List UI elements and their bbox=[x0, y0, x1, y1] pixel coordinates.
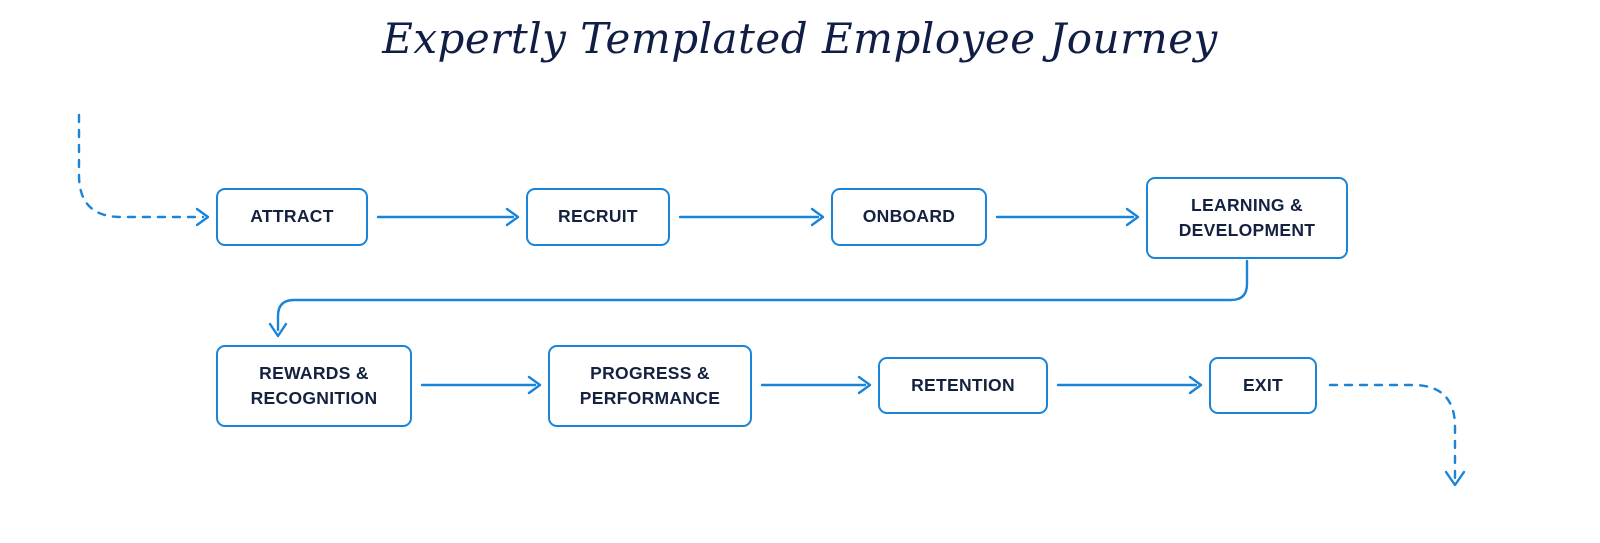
node-retention[interactable]: RETENTION bbox=[878, 357, 1048, 414]
edge-exit-to-end bbox=[1328, 383, 1457, 480]
node-recruit-label: RECRUIT bbox=[558, 206, 638, 227]
node-attract-label: ATTRACT bbox=[250, 206, 334, 227]
node-learning-development[interactable]: LEARNING & DEVELOPMENT bbox=[1146, 177, 1348, 259]
node-rewards-recognition[interactable]: REWARDS & RECOGNITION bbox=[216, 345, 412, 427]
arrowhead-entry-to-attract bbox=[195, 207, 210, 227]
edge-learning-to-rewards bbox=[276, 259, 1249, 332]
node-progress-performance[interactable]: PROGRESS & PERFORMANCE bbox=[548, 345, 752, 427]
arrowhead-recruit-to-onboard bbox=[810, 207, 825, 227]
node-exit-label: EXIT bbox=[1242, 374, 1284, 395]
arrowhead-retention-to-exit bbox=[1188, 375, 1203, 395]
node-progress-performance-label: PROGRESS & PERFORMANCE bbox=[579, 362, 721, 408]
page-title: Expertly Templated Employee Journey bbox=[382, 14, 1218, 63]
node-exit[interactable]: EXIT bbox=[1209, 357, 1317, 414]
node-rewards-recognition-label: REWARDS & RECOGNITION bbox=[250, 362, 378, 408]
node-onboard-label: ONBOARD bbox=[862, 206, 956, 227]
arrowhead-exit-to-end bbox=[1444, 470, 1466, 487]
node-onboard[interactable]: ONBOARD bbox=[831, 188, 987, 246]
edge-entry-to-attract bbox=[77, 113, 205, 219]
arrowhead-progress-to-retention bbox=[857, 375, 872, 395]
arrowhead-onboard-to-learning bbox=[1125, 207, 1140, 227]
arrowhead-attract-to-recruit bbox=[505, 207, 520, 227]
node-retention-label: RETENTION bbox=[911, 374, 1015, 395]
arrowhead-rewards-to-progress bbox=[527, 375, 542, 395]
node-learning-development-label: LEARNING & DEVELOPMENT bbox=[1178, 194, 1316, 240]
arrowhead-learning-to-rewards bbox=[268, 322, 288, 338]
node-recruit[interactable]: RECRUIT bbox=[526, 188, 670, 246]
node-attract[interactable]: ATTRACT bbox=[216, 188, 368, 246]
